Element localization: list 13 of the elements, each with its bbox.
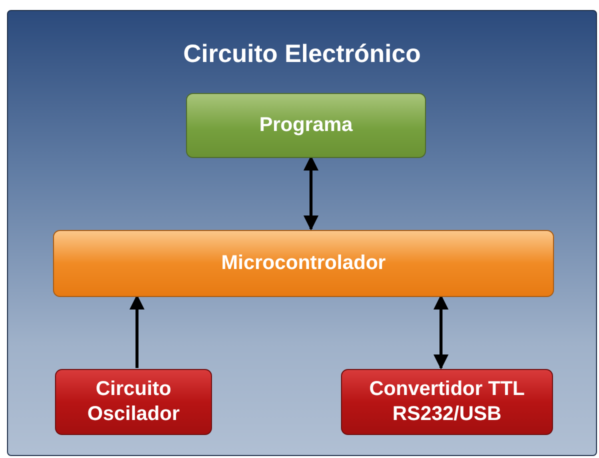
box-label: Convertidor TTL RS232/USB [368,377,526,427]
process-box [341,369,553,435]
box-label: Programa [259,113,353,138]
process-box [186,93,426,158]
arrow [304,156,318,230]
box-label: Circuito Oscilador [86,377,181,427]
arrow [434,294,448,370]
arrow [130,294,144,368]
diagram-panel [7,10,597,456]
process-box [53,230,554,297]
process-box [55,369,212,435]
panel-heading: Circuito Electrónico [182,39,422,70]
box-label: Microcontrolador [221,251,386,276]
